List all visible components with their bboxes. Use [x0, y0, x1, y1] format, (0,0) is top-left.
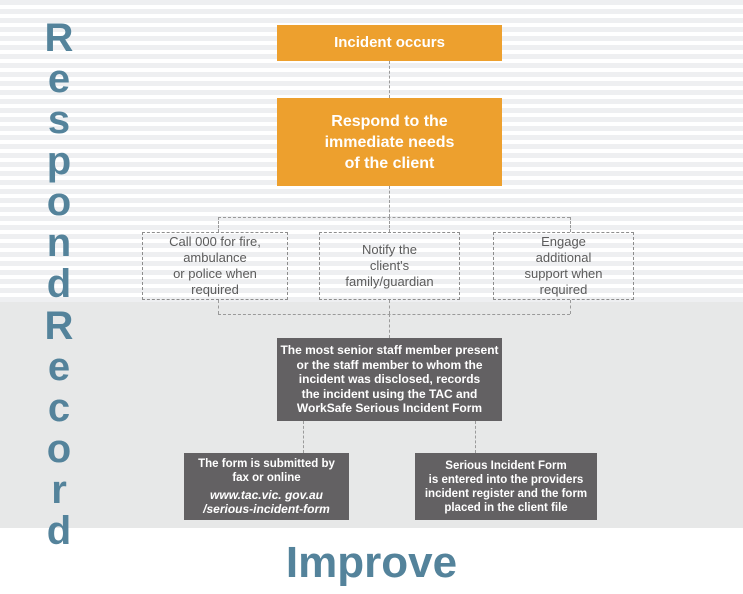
- respond-letter-0: R: [44, 16, 74, 60]
- improve-section-background: [0, 528, 743, 594]
- connector-bus-bottom: [218, 314, 570, 315]
- connector-respond-downstream: [389, 186, 390, 217]
- node-serious-incident-form[interactable]: Serious Incident Form is entered into th…: [415, 453, 597, 520]
- record-letter-3: o: [46, 427, 72, 471]
- connector-bus-drop-middle: [389, 217, 390, 232]
- node-call-000[interactable]: Call 000 for fire, ambulance or police w…: [142, 232, 288, 300]
- connector-bus-drop-left: [218, 217, 219, 232]
- node-record-incident[interactable]: The most senior staff member present or …: [277, 338, 502, 421]
- connector-record-to-form-submitted: [303, 421, 304, 453]
- section-label-improve: Improve: [0, 538, 743, 588]
- node-incident-occurs[interactable]: Incident occurs: [277, 25, 502, 61]
- record-letter-5: d: [46, 509, 72, 553]
- node-respond-immediate-needs[interactable]: Respond to the immediate needs of the cl…: [277, 98, 502, 186]
- node-serious-incident-form-label: Serious Incident Form is entered into th…: [424, 459, 588, 514]
- respond-letter-6: d: [46, 262, 72, 306]
- node-form-submitted-label: The form is submitted by fax or online: [198, 457, 335, 484]
- connector-left-to-bus-bottom: [218, 300, 219, 314]
- node-engage-support-label: Engage additional support when required: [524, 234, 603, 297]
- record-letter-4: r: [51, 468, 67, 512]
- respond-letter-2: s: [47, 98, 71, 142]
- connector-right-to-bus-bottom: [570, 300, 571, 314]
- node-record-incident-label: The most senior staff member present or …: [280, 343, 499, 416]
- node-call-000-label: Call 000 for fire, ambulance or police w…: [169, 234, 261, 297]
- connector-middle-to-bus-bottom: [389, 300, 390, 314]
- respond-letter-1: e: [47, 57, 71, 101]
- section-label-respond: R e s p o n d: [28, 18, 90, 305]
- respond-letter-4: o: [46, 180, 72, 224]
- record-letter-2: c: [47, 386, 71, 430]
- connector-record-to-serious-form: [475, 421, 476, 453]
- record-letter-0: R: [44, 304, 74, 348]
- improve-label-text: Improve: [285, 538, 458, 587]
- respond-letter-5: n: [46, 221, 72, 265]
- section-label-record: R e c o r d: [28, 306, 90, 552]
- connector-incident-to-respond: [389, 61, 390, 98]
- node-respond-immediate-needs-label: Respond to the immediate needs of the cl…: [324, 112, 455, 172]
- connector-bus-top: [218, 217, 570, 218]
- node-form-submitted-url: www.tac.vic. gov.au /serious-incident-fo…: [203, 487, 330, 517]
- node-notify-family[interactable]: Notify the client's family/guardian: [319, 232, 460, 300]
- connector-bus-drop-right: [570, 217, 571, 232]
- node-engage-support[interactable]: Engage additional support when required: [493, 232, 634, 300]
- node-incident-occurs-label: Incident occurs: [334, 34, 445, 51]
- node-form-submitted[interactable]: The form is submitted by fax or online w…: [184, 453, 349, 520]
- node-notify-family-label: Notify the client's family/guardian: [345, 242, 434, 289]
- connector-bus-to-record-box: [389, 314, 390, 338]
- respond-letter-3: p: [46, 139, 72, 183]
- record-letter-1: e: [47, 345, 71, 389]
